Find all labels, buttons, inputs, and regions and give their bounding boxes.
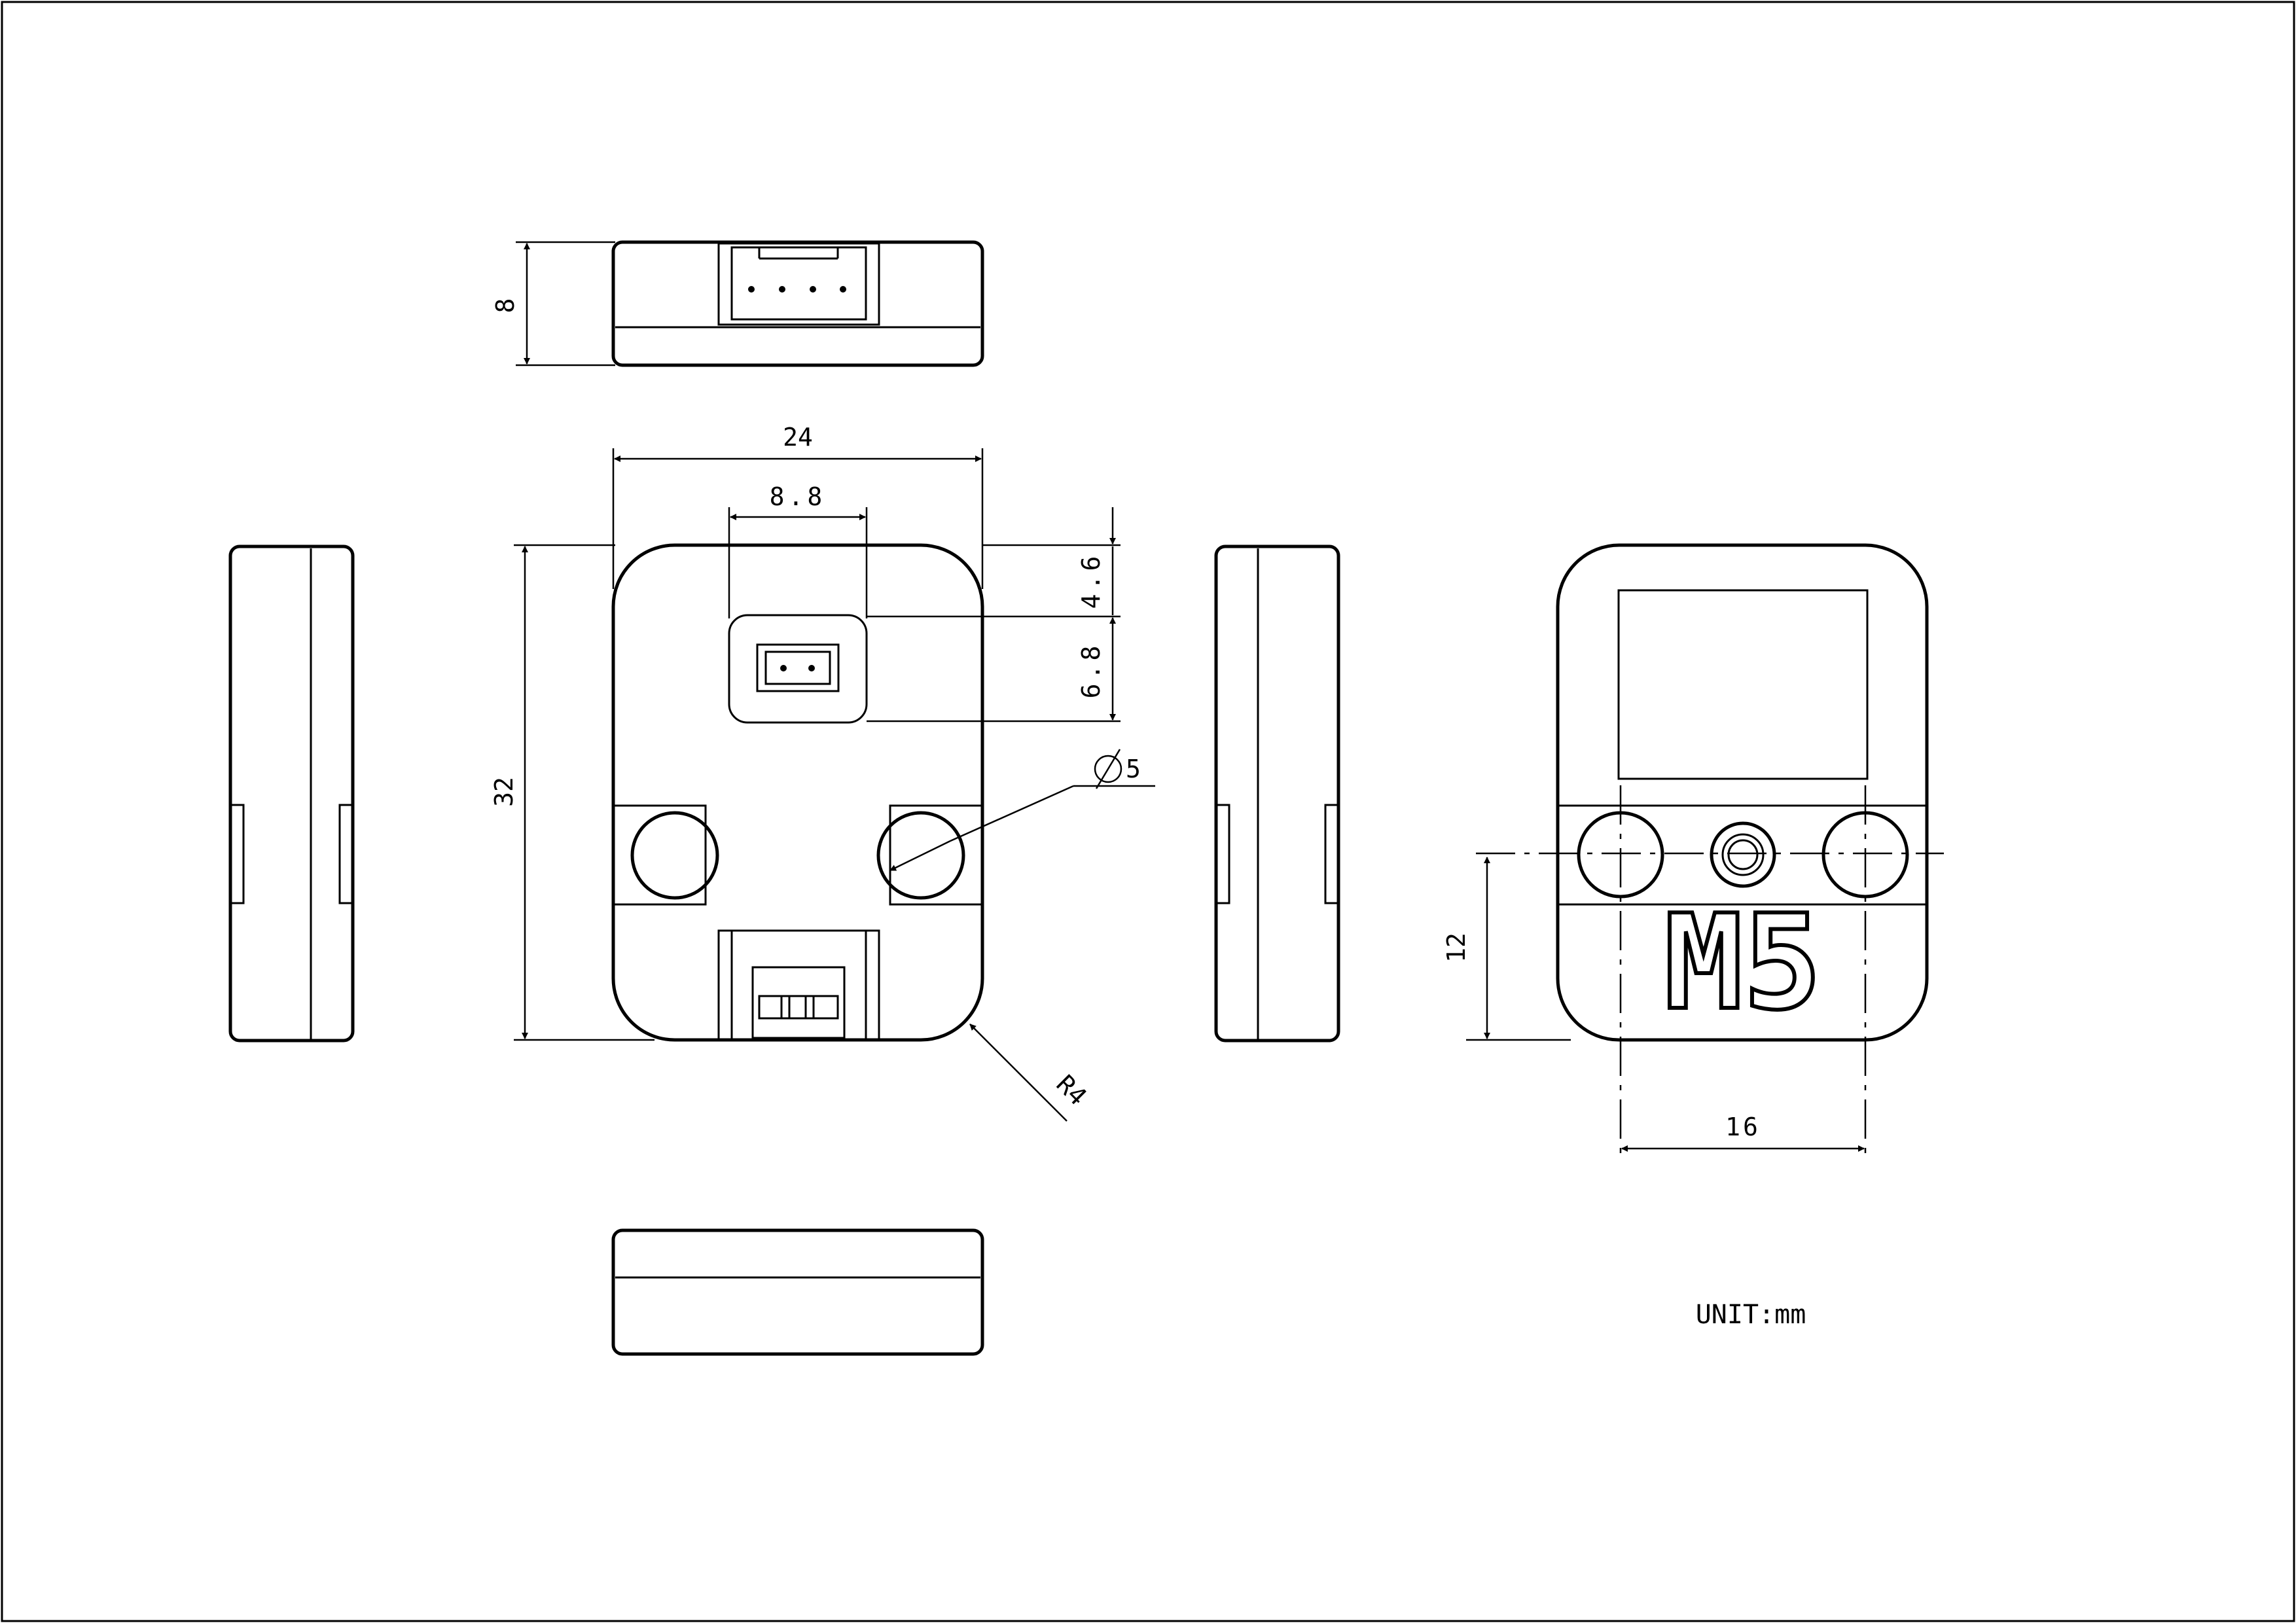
dim-label-hole-diameter: 5 (1126, 755, 1141, 783)
bottom-view (611, 1228, 984, 1356)
right-side-view (1214, 544, 1340, 1043)
dim-label-connector-offset: 4.6 (1077, 552, 1105, 609)
back-centerlines (1476, 785, 1944, 1158)
dim-label-front-height: 32 (490, 777, 518, 807)
dimension-connector-offset: 4.6 (867, 507, 1121, 618)
dimension-connector-height: 6.8 (867, 617, 1121, 722)
dimension-hole-height: 12 (1442, 857, 1571, 1041)
dimension-connector-width: 8.8 (728, 482, 868, 618)
dimension-top-height: 8 (491, 241, 615, 366)
dim-label-front-width: 24 (783, 423, 813, 452)
dimension-front-height: 32 (490, 544, 655, 1041)
dimension-front-width: 24 (612, 423, 984, 589)
dim-label-top-height: 8 (491, 298, 520, 313)
left-side-view (228, 544, 355, 1043)
back-logo: M5 (1664, 887, 1822, 1039)
dim-label-corner-radius: R4 (1050, 1069, 1092, 1111)
dimension-hole-spacing: 16 (1621, 1113, 1865, 1152)
dim-label-hole-spacing: 16 (1725, 1113, 1761, 1141)
back-view: M5 (1556, 543, 1929, 1042)
dim-label-connector-height: 6.8 (1077, 642, 1105, 699)
front-view (611, 543, 984, 1042)
dim-label-connector-width: 8.8 (770, 482, 827, 511)
unit-label: UNIT:mm (1696, 1300, 1806, 1330)
top-view (611, 240, 984, 367)
dim-label-hole-height: 12 (1442, 933, 1471, 963)
dimension-corner-radius: R4 (969, 1024, 1092, 1122)
dimension-hole-diameter: 5 (889, 749, 1155, 872)
